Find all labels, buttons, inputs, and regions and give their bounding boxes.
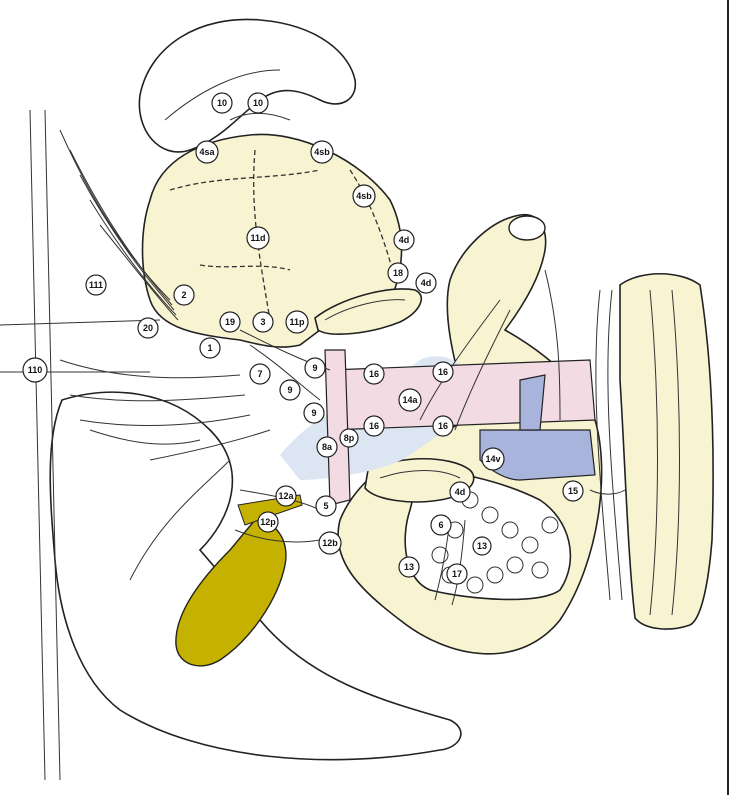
node-label-9a: 9 [305, 358, 325, 378]
node-label-3: 3 [253, 312, 273, 332]
svg-text:12a: 12a [278, 491, 294, 501]
node-label-7: 7 [250, 364, 270, 384]
frame-border-line [727, 0, 729, 795]
node-label-16c: 16 [364, 416, 384, 436]
node-label-12a: 12a [276, 486, 296, 506]
svg-text:10: 10 [253, 98, 263, 108]
svg-text:4d: 4d [421, 278, 432, 288]
node-label-4d-mid: 4d [416, 273, 436, 293]
svg-text:6: 6 [438, 520, 443, 530]
svg-text:5: 5 [323, 501, 328, 511]
svg-text:16: 16 [438, 421, 448, 431]
svg-text:16: 16 [369, 421, 379, 431]
node-label-16a: 16 [364, 364, 384, 384]
node-label-5: 5 [316, 496, 336, 516]
svg-text:14v: 14v [485, 454, 500, 464]
svg-text:9: 9 [312, 363, 317, 373]
svg-text:13: 13 [477, 541, 487, 551]
svg-text:2: 2 [181, 290, 186, 300]
svg-text:4d: 4d [399, 235, 410, 245]
svg-text:4d: 4d [455, 487, 466, 497]
node-label-18: 18 [388, 263, 408, 283]
svg-text:14a: 14a [402, 395, 418, 405]
svg-text:11p: 11p [289, 317, 305, 327]
node-label-12b: 12b [319, 532, 341, 554]
svg-text:4sa: 4sa [199, 147, 215, 157]
svg-text:8p: 8p [344, 433, 355, 443]
node-label-4sa: 4sa [196, 141, 218, 163]
node-label-19: 19 [220, 312, 240, 332]
node-label-20: 20 [138, 318, 158, 338]
node-label-1: 1 [200, 338, 220, 358]
svg-text:9: 9 [287, 385, 292, 395]
svg-text:19: 19 [225, 317, 235, 327]
node-label-14a: 14a [399, 389, 421, 411]
node-label-11d: 11d [247, 227, 269, 249]
spleen [139, 19, 355, 151]
node-label-2: 2 [174, 285, 194, 305]
node-label-12p: 12p [258, 512, 278, 532]
node-label-17: 17 [447, 564, 467, 584]
svg-text:4sb: 4sb [356, 191, 372, 201]
node-label-11p: 11p [286, 311, 308, 333]
svg-text:15: 15 [568, 486, 578, 496]
node-label-4sb-lower: 4sb [353, 185, 375, 207]
svg-text:9: 9 [311, 408, 316, 418]
node-label-16b: 16 [433, 362, 453, 382]
node-label-9b: 9 [280, 380, 300, 400]
svg-text:3: 3 [260, 317, 265, 327]
svg-text:1: 1 [207, 343, 212, 353]
node-label-15: 15 [563, 481, 583, 501]
node-label-4sb: 4sb [311, 141, 333, 163]
svg-text:20: 20 [143, 323, 153, 333]
node-label-10a: 10 [212, 93, 232, 113]
svg-text:7: 7 [257, 369, 262, 379]
node-label-8p: 8p [340, 429, 358, 447]
svg-text:16: 16 [369, 369, 379, 379]
node-label-8a: 8a [317, 437, 337, 457]
duodenum-lumen [509, 216, 545, 240]
svg-text:12p: 12p [260, 517, 276, 527]
node-label-110: 110 [23, 358, 47, 382]
svg-text:4sb: 4sb [314, 147, 330, 157]
node-label-6: 6 [431, 515, 451, 535]
node-label-4d-low: 4d [450, 482, 470, 502]
svg-text:8a: 8a [322, 442, 333, 452]
svg-text:13: 13 [404, 562, 414, 572]
svg-text:18: 18 [393, 268, 403, 278]
svg-text:110: 110 [28, 365, 43, 375]
node-label-14v: 14v [482, 448, 504, 470]
node-label-16d: 16 [433, 416, 453, 436]
svg-text:12b: 12b [322, 538, 338, 548]
mesenteric-vein [520, 375, 545, 430]
svg-text:17: 17 [452, 569, 462, 579]
transverse-colon [620, 274, 713, 629]
node-label-4d-upper: 4d [394, 230, 414, 250]
node-label-9c: 9 [304, 403, 324, 423]
svg-text:16: 16 [438, 367, 448, 377]
node-label-111: 111 [86, 275, 106, 295]
node-label-13a: 13 [473, 537, 491, 555]
svg-text:11d: 11d [250, 233, 265, 243]
svg-text:111: 111 [89, 280, 103, 290]
node-label-10b: 10 [248, 93, 268, 113]
node-label-13b: 13 [399, 557, 419, 577]
celiac-trunk [325, 350, 350, 505]
svg-text:10: 10 [217, 98, 227, 108]
